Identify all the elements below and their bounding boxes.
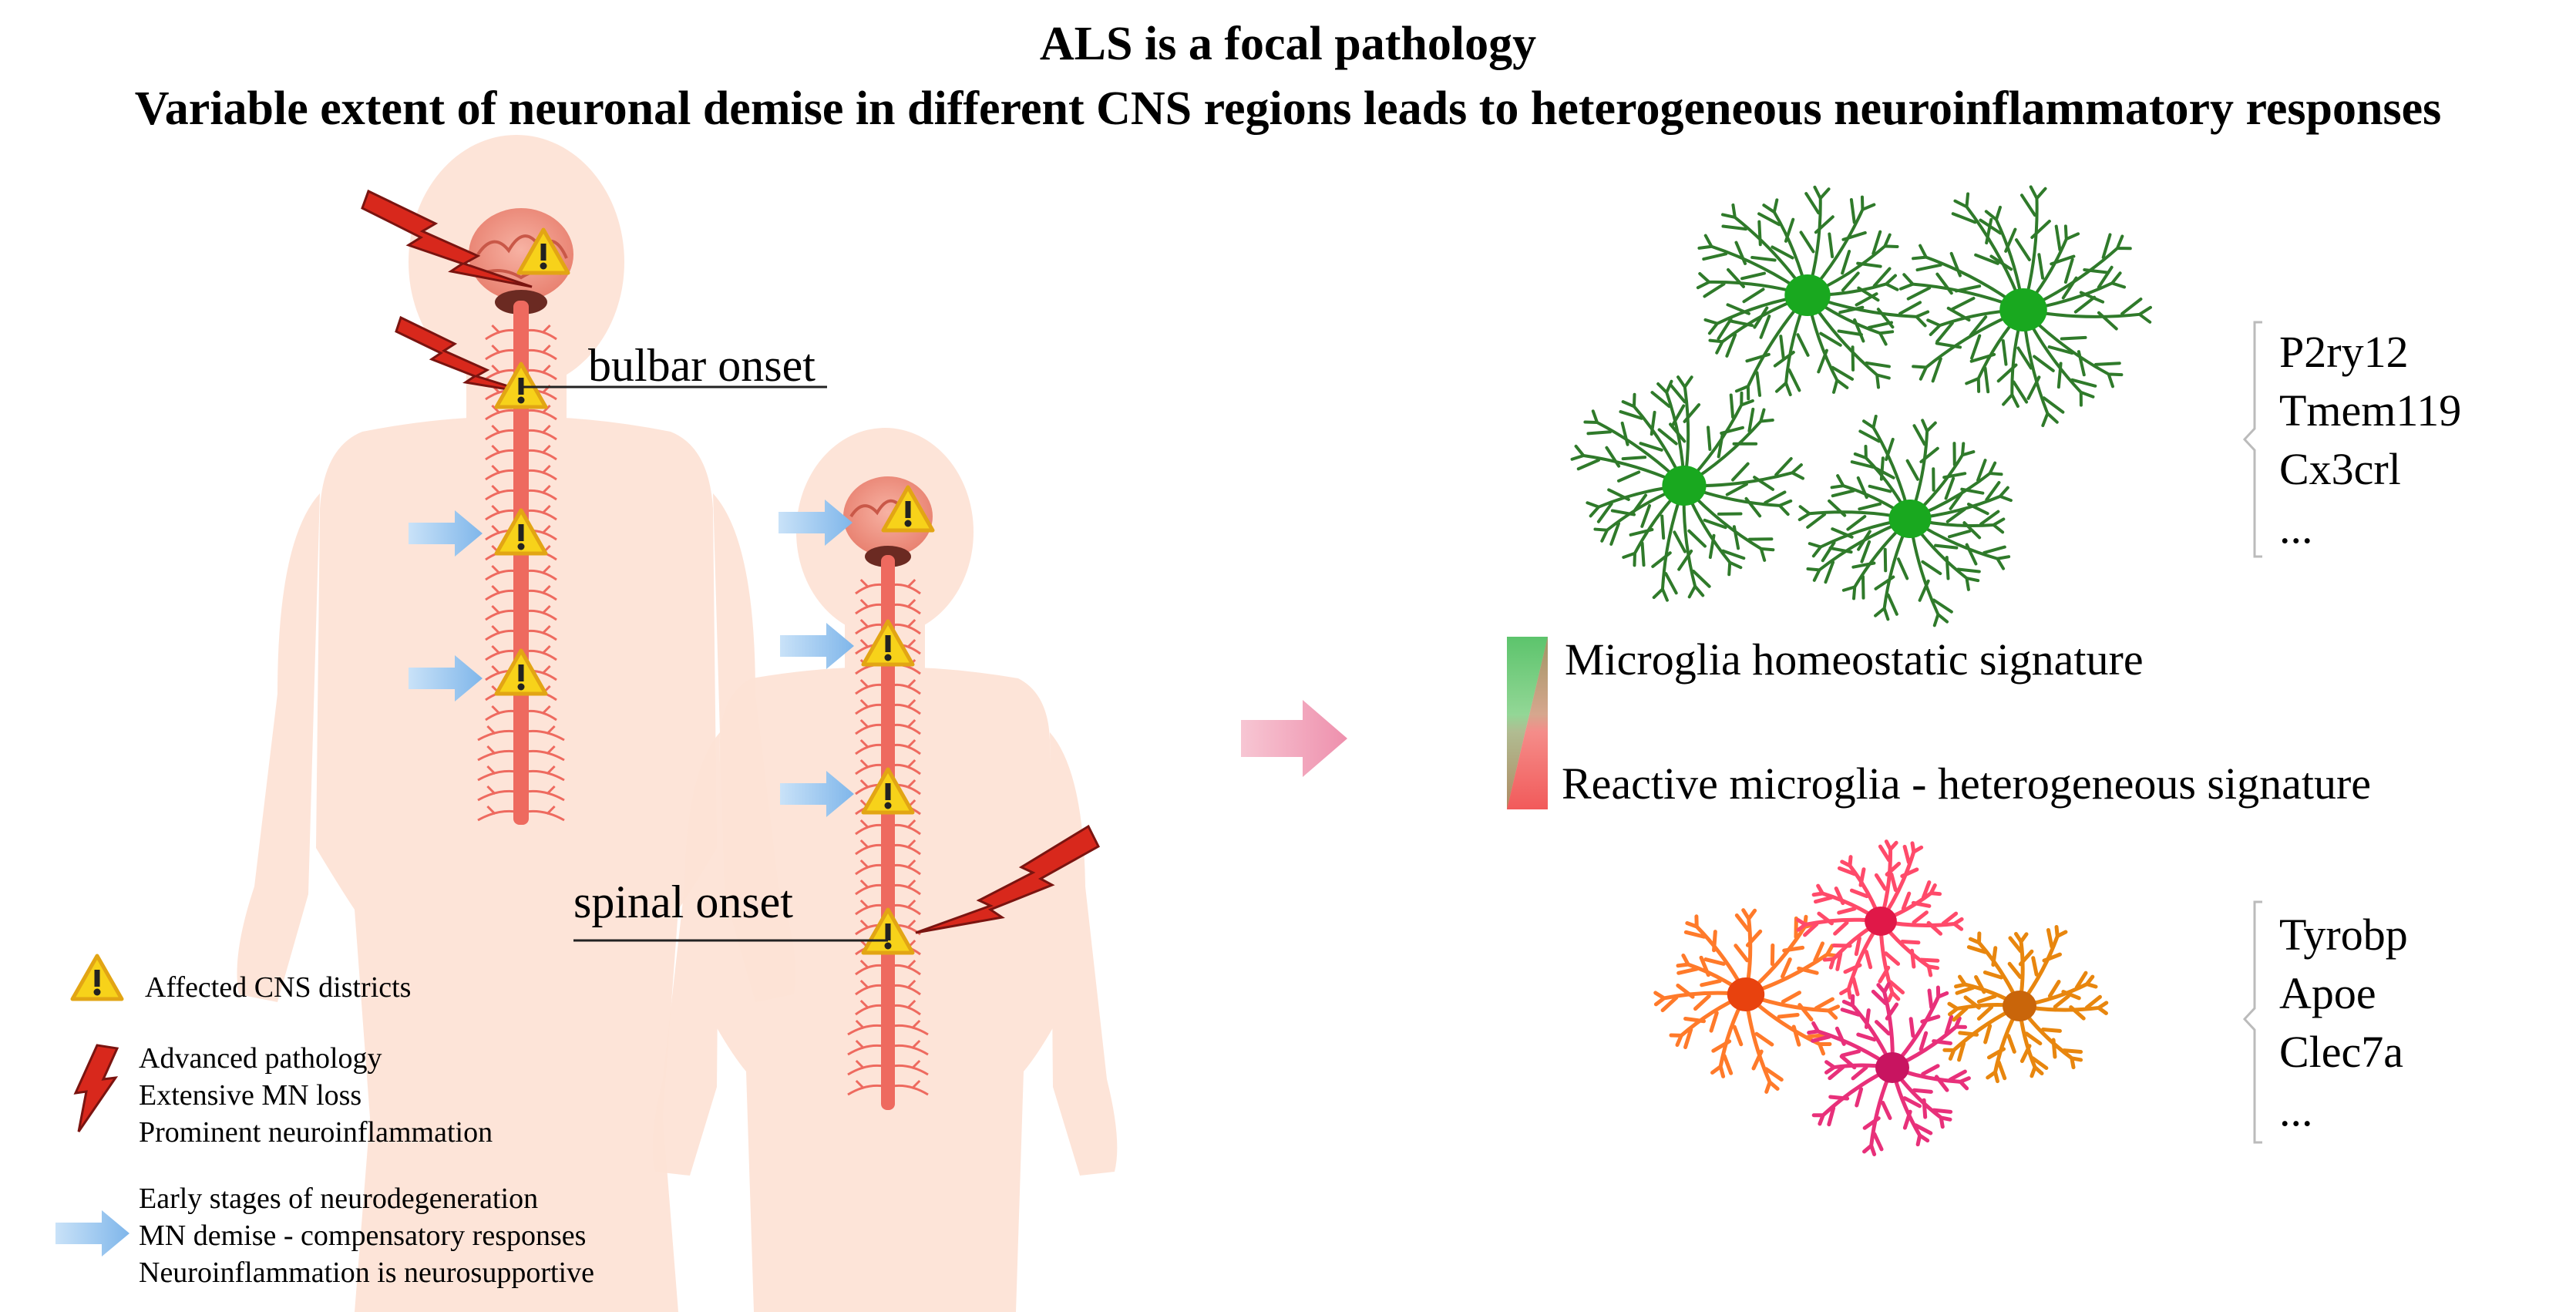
- gene-tyrobp: Tyrobp: [2279, 910, 2408, 960]
- gradient-bar: [1507, 637, 1548, 809]
- blue-arrow-icon: [780, 623, 854, 669]
- legend-advanced-line-2: Extensive MN loss: [139, 1079, 362, 1112]
- lightning-bolt-icon: [73, 1044, 119, 1132]
- gene-ellipsis: ...: [2279, 503, 2313, 553]
- bulbar-onset-label: bulbar onset: [588, 340, 816, 391]
- title-line-1: ALS is a focal pathology: [1039, 18, 1537, 70]
- lightning-bolt-icon: [915, 824, 1100, 934]
- lightning-bolt-icon: [361, 189, 533, 288]
- legend-early-line-3: Neuroinflammation is neurosupportive: [139, 1256, 594, 1289]
- gene-apoe: Apoe: [2279, 968, 2376, 1018]
- microglia-cell-icon: [1796, 839, 1964, 1003]
- homeostatic-signature-label: Microglia homeostatic signature: [1565, 634, 2144, 685]
- microglia-cell-icon: [1942, 925, 2109, 1084]
- microglia-cell-icon: [1696, 185, 1930, 401]
- gene-tmem119: Tmem119: [2279, 385, 2461, 436]
- warning-triangle-icon: [72, 956, 122, 999]
- legend-affected-label: Affected CNS districts: [145, 971, 411, 1004]
- pink-arrow-icon: [1241, 700, 1347, 777]
- homeostatic-gene-bracket: [2242, 321, 2262, 558]
- blue-arrow-icon: [55, 1210, 129, 1256]
- legend-advanced-line-1: Advanced pathology: [139, 1042, 382, 1075]
- spinal-onset-label: spinal onset: [573, 876, 793, 927]
- reactive-signature-label: Reactive microglia - heterogeneous signa…: [1562, 759, 2371, 809]
- reactive-gene-bracket: [2242, 900, 2262, 1144]
- title-line-2: Variable extent of neuronal demise in di…: [134, 82, 2442, 135]
- microglia-cell-icon: [1570, 375, 1805, 602]
- gene-ellipsis-2: ...: [2279, 1085, 2313, 1135]
- legend-advanced-line-3: Prominent neuroinflammation: [139, 1116, 493, 1149]
- microglia-cell-icon: [1807, 981, 1971, 1156]
- lightning-bolt-icon: [395, 315, 531, 395]
- microglia-cell-icon: [1797, 414, 2013, 627]
- gene-p2ry12: P2ry12: [2279, 327, 2409, 377]
- gene-clec7a: Clec7a: [2279, 1027, 2403, 1077]
- microglia-group: [1570, 185, 2152, 1156]
- microglia-cell-icon: [1898, 185, 2152, 428]
- microglia-cell-icon: [1653, 908, 1841, 1094]
- gene-cx3crl: Cx3crl: [2279, 444, 2401, 494]
- legend-early-line-1: Early stages of neurodegeneration: [139, 1182, 538, 1215]
- legend-early-line-2: MN demise - compensatory responses: [139, 1219, 586, 1252]
